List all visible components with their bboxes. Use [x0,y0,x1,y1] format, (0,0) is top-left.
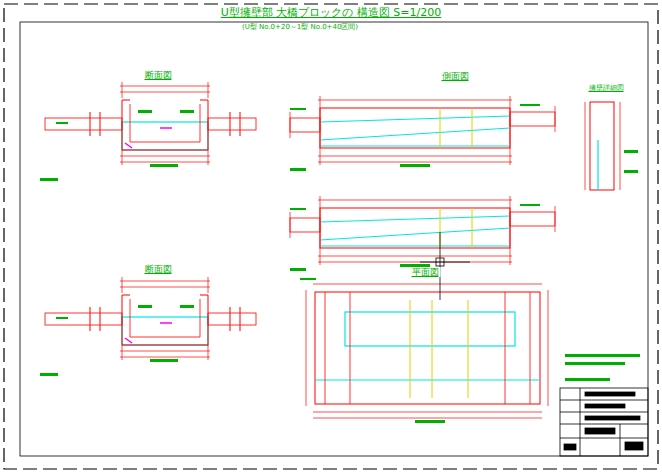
view-label: 側面図 [440,71,471,81]
view-label: 断面図 [143,264,174,274]
view-label: 擁壁詳細図 [587,84,626,92]
view-label: 断面図 [143,70,174,80]
view-label: (U型 No.0+20～1型 No.0+40区間) [240,23,360,31]
drawing-title: U型擁壁部 大橋ブロックの 構造図 S=1/200 [219,7,443,20]
view-label: 平面図 [410,267,441,277]
notes [565,354,640,381]
title-block [560,388,648,456]
detail-view [585,102,638,190]
plan-view [300,232,548,423]
